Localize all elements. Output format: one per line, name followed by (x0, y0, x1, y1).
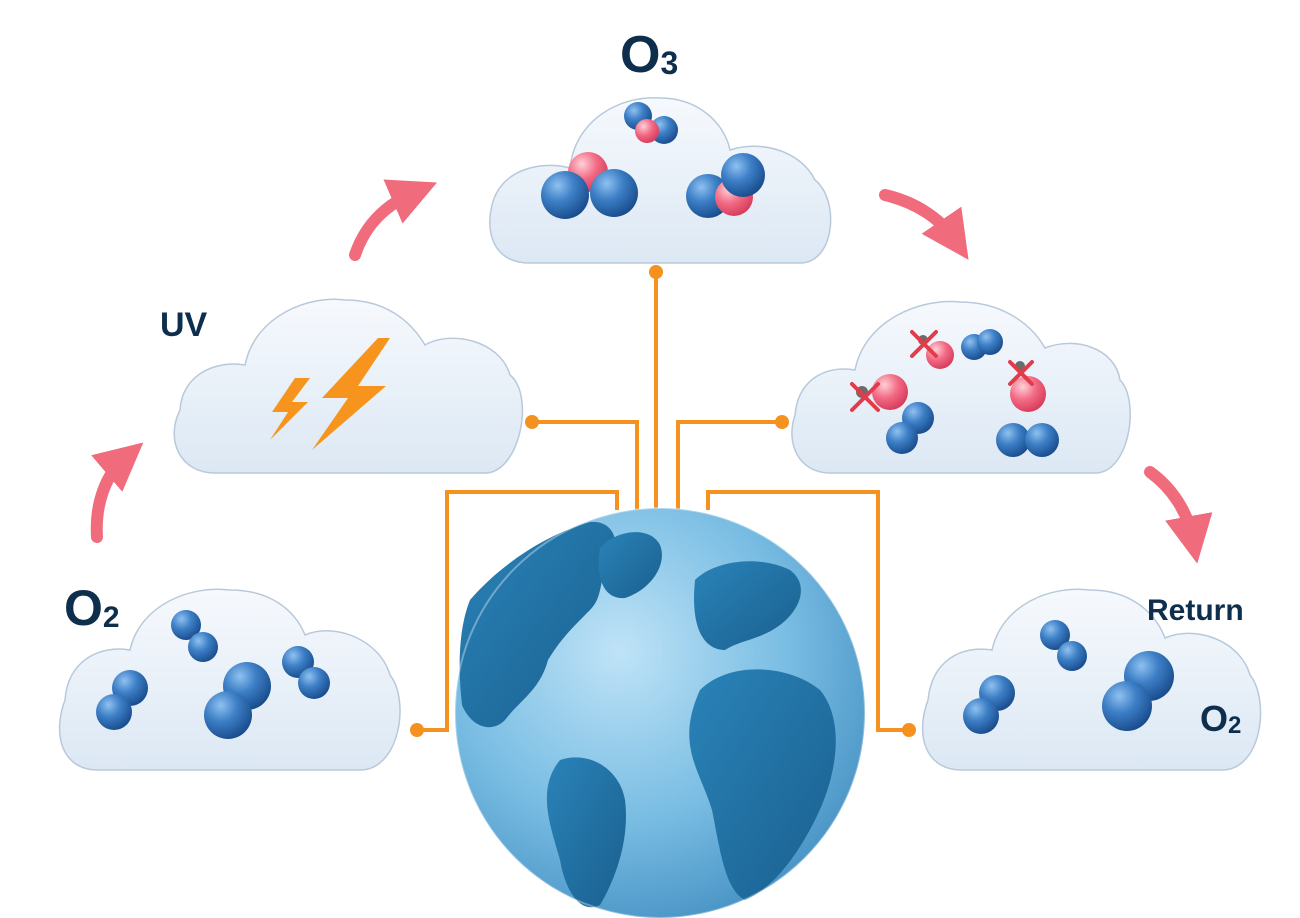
red-x-icon (850, 330, 1034, 412)
oxygen-molecule (96, 670, 148, 730)
oxygen-molecule (1102, 651, 1174, 731)
oxygen-molecule (961, 329, 1003, 360)
oxygen-molecule (886, 402, 934, 454)
oxygen-molecule (171, 610, 218, 662)
o2-right-label-o: O (1200, 698, 1228, 739)
ozone-label-o: O (620, 26, 660, 84)
svg-text:O2: O2 (1200, 698, 1241, 739)
wire-to-o2-left-cloud (417, 490, 619, 732)
oxygen-molecule (1040, 620, 1087, 671)
o2-left-label-sub: 2 (103, 601, 120, 634)
earth-globe-icon (454, 507, 866, 918)
ozone-label: O3 (620, 26, 678, 84)
return-label: Return (1147, 594, 1244, 627)
ozone-molecule-right (686, 153, 765, 218)
arrow-ozone-to-reaction (879, 189, 969, 260)
ozone-molecule-small (624, 102, 678, 144)
svg-text:O3: O3 (620, 26, 678, 84)
free-oxygen-atom (872, 341, 1046, 412)
connector-wires (417, 272, 909, 732)
oxygen-molecule (996, 423, 1059, 457)
oxygen-molecule (204, 662, 271, 739)
return-cloud (921, 588, 1262, 771)
o2-left-cloud (58, 588, 401, 771)
o2-right-label: O2 (1200, 698, 1241, 739)
uv-label: UV (160, 306, 208, 344)
wire-to-uv-cloud (532, 420, 639, 512)
oxygen-molecule (282, 646, 330, 699)
svg-text:O2: O2 (64, 580, 120, 636)
lightning-bolt-icon (270, 338, 390, 450)
o2-left-label-o: O (64, 580, 103, 636)
oxygen-molecule (963, 675, 1015, 734)
wire-to-reaction-cloud (676, 420, 782, 512)
ozone-label-sub: 3 (660, 45, 678, 81)
arrow-reaction-to-return (1144, 466, 1213, 564)
arrow-o2-to-uv (90, 442, 144, 543)
ozone-molecule-left (541, 152, 638, 219)
wire-to-return-cloud (706, 490, 909, 732)
wire-end-dots (410, 265, 916, 737)
cycle-arrows (90, 179, 1213, 564)
o2-left-label: O2 (64, 580, 120, 636)
uv-cloud (173, 298, 524, 474)
reaction-cloud (791, 300, 1131, 474)
ozone-cloud (489, 97, 832, 264)
arrow-uv-to-ozone (349, 179, 438, 261)
o2-right-label-sub: 2 (1228, 712, 1241, 739)
